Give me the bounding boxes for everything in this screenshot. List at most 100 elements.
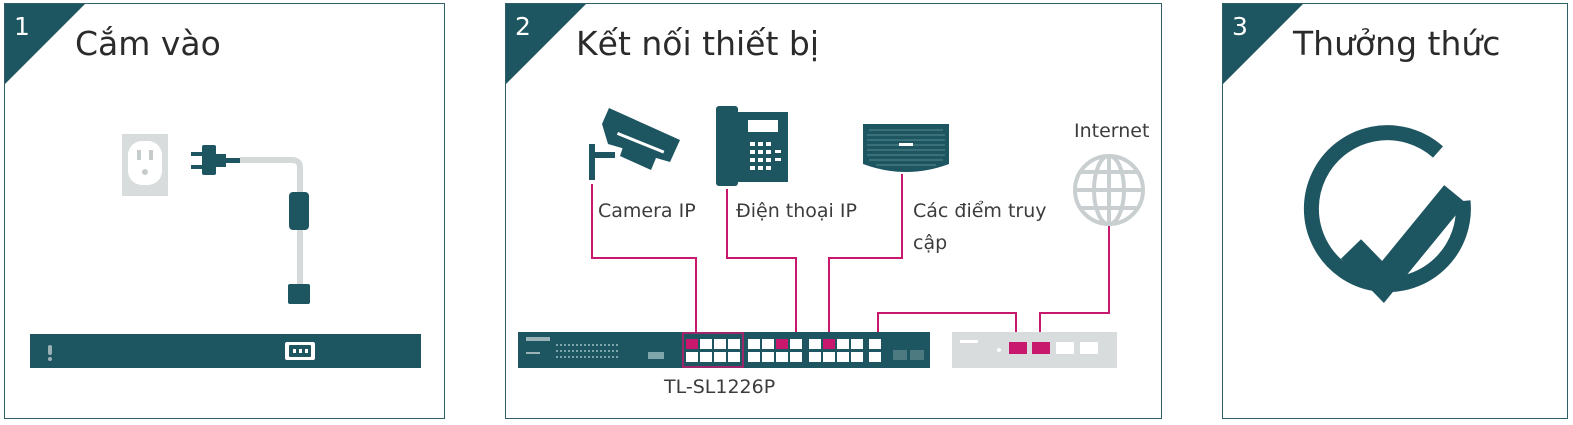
status-led — [600, 344, 602, 346]
ethernet-port — [837, 339, 849, 349]
ethernet-port — [700, 352, 712, 362]
access-point-label-line2: cập — [913, 232, 948, 254]
status-led — [616, 356, 618, 358]
status-led — [592, 350, 594, 352]
status-led — [572, 344, 574, 346]
status-led — [556, 344, 558, 346]
connect-devices-diagram — [518, 106, 1145, 368]
status-led — [584, 350, 586, 352]
step-3-title: Thưởng thức — [1293, 24, 1501, 63]
step-2-title: Kết nối thiết bị — [576, 24, 820, 63]
ethernet-port — [762, 339, 774, 349]
phone-label: Điện thoại IP — [736, 200, 857, 222]
status-led — [564, 356, 566, 358]
ethernet-port — [837, 352, 849, 362]
status-led — [572, 350, 574, 352]
step-1-title: Cắm vào — [75, 24, 221, 63]
security-camera-icon — [589, 108, 680, 180]
ethernet-port — [728, 352, 740, 362]
status-led — [588, 356, 590, 358]
status-led — [592, 344, 594, 346]
globe-icon — [1073, 154, 1145, 226]
ethernet-port — [809, 339, 821, 349]
enjoy-illustration — [1303, 125, 1471, 304]
ethernet-port — [869, 339, 881, 349]
status-led — [580, 356, 582, 358]
cable-ferrite-core — [289, 192, 309, 230]
power-cable — [240, 157, 303, 294]
cable-phone — [726, 189, 797, 344]
checkmark-circle-icon — [1303, 125, 1471, 304]
status-led — [576, 344, 578, 346]
status-led — [572, 356, 574, 358]
cable-camera — [591, 184, 697, 344]
step-2-panel: 2 Kết nối thiết bị — [505, 3, 1162, 419]
step-1-corner-badge — [5, 4, 85, 84]
ethernet-port — [823, 339, 835, 349]
status-led — [556, 350, 558, 352]
status-led — [608, 350, 610, 352]
status-led — [584, 344, 586, 346]
ethernet-port — [776, 339, 788, 349]
ethernet-port — [762, 352, 774, 362]
ethernet-port — [686, 339, 698, 349]
status-led — [596, 344, 598, 346]
ethernet-port — [728, 339, 740, 349]
status-led — [576, 356, 578, 358]
status-led — [616, 344, 618, 346]
ethernet-port — [823, 352, 835, 362]
status-led — [564, 344, 566, 346]
status-led — [580, 350, 582, 352]
status-led — [596, 350, 598, 352]
router-device — [952, 332, 1117, 368]
status-led — [604, 344, 606, 346]
ethernet-port — [809, 352, 821, 362]
ip-phone-icon — [716, 106, 788, 186]
status-led — [600, 356, 602, 358]
ethernet-port — [869, 352, 881, 362]
camera-label: Camera IP — [598, 200, 696, 222]
status-led — [568, 356, 570, 358]
step-3-panel: 3 Thưởng thức — [1222, 3, 1568, 419]
status-led — [612, 356, 614, 358]
status-led — [588, 350, 590, 352]
step-3-corner-badge — [1223, 4, 1303, 84]
step-1-panel: 1 Cắm vào — [4, 3, 445, 419]
status-led — [588, 344, 590, 346]
ethernet-port — [851, 352, 863, 362]
status-led — [604, 350, 606, 352]
cable-internet — [1039, 226, 1110, 344]
status-led — [616, 350, 618, 352]
cable-access-point — [828, 174, 903, 344]
ethernet-port — [776, 352, 788, 362]
switch-rear-panel — [30, 334, 421, 368]
ethernet-port — [714, 352, 726, 362]
status-led — [608, 344, 610, 346]
switch-model-label: TL-SL1226P — [664, 376, 776, 398]
ethernet-port — [748, 352, 760, 362]
ethernet-port — [700, 339, 712, 349]
status-led — [568, 344, 570, 346]
ethernet-port — [714, 339, 726, 349]
step-2-corner-badge — [506, 4, 586, 84]
status-led — [600, 350, 602, 352]
step-1-number: 1 — [14, 12, 30, 41]
status-led — [560, 350, 562, 352]
status-led — [592, 356, 594, 358]
status-led — [580, 344, 582, 346]
status-led — [608, 356, 610, 358]
power-outlet-icon — [122, 134, 168, 196]
ethernet-cables — [591, 174, 1110, 344]
internet-label: Internet — [1074, 120, 1150, 142]
switch-front-panel — [518, 332, 930, 368]
status-led — [612, 344, 614, 346]
status-led — [564, 350, 566, 352]
ethernet-port — [748, 339, 760, 349]
status-led — [596, 356, 598, 358]
status-led — [560, 344, 562, 346]
status-led — [576, 350, 578, 352]
ethernet-port — [790, 339, 802, 349]
access-point-label-line1: Các điểm truy — [913, 200, 1047, 222]
status-led — [568, 350, 570, 352]
ethernet-port — [686, 352, 698, 362]
